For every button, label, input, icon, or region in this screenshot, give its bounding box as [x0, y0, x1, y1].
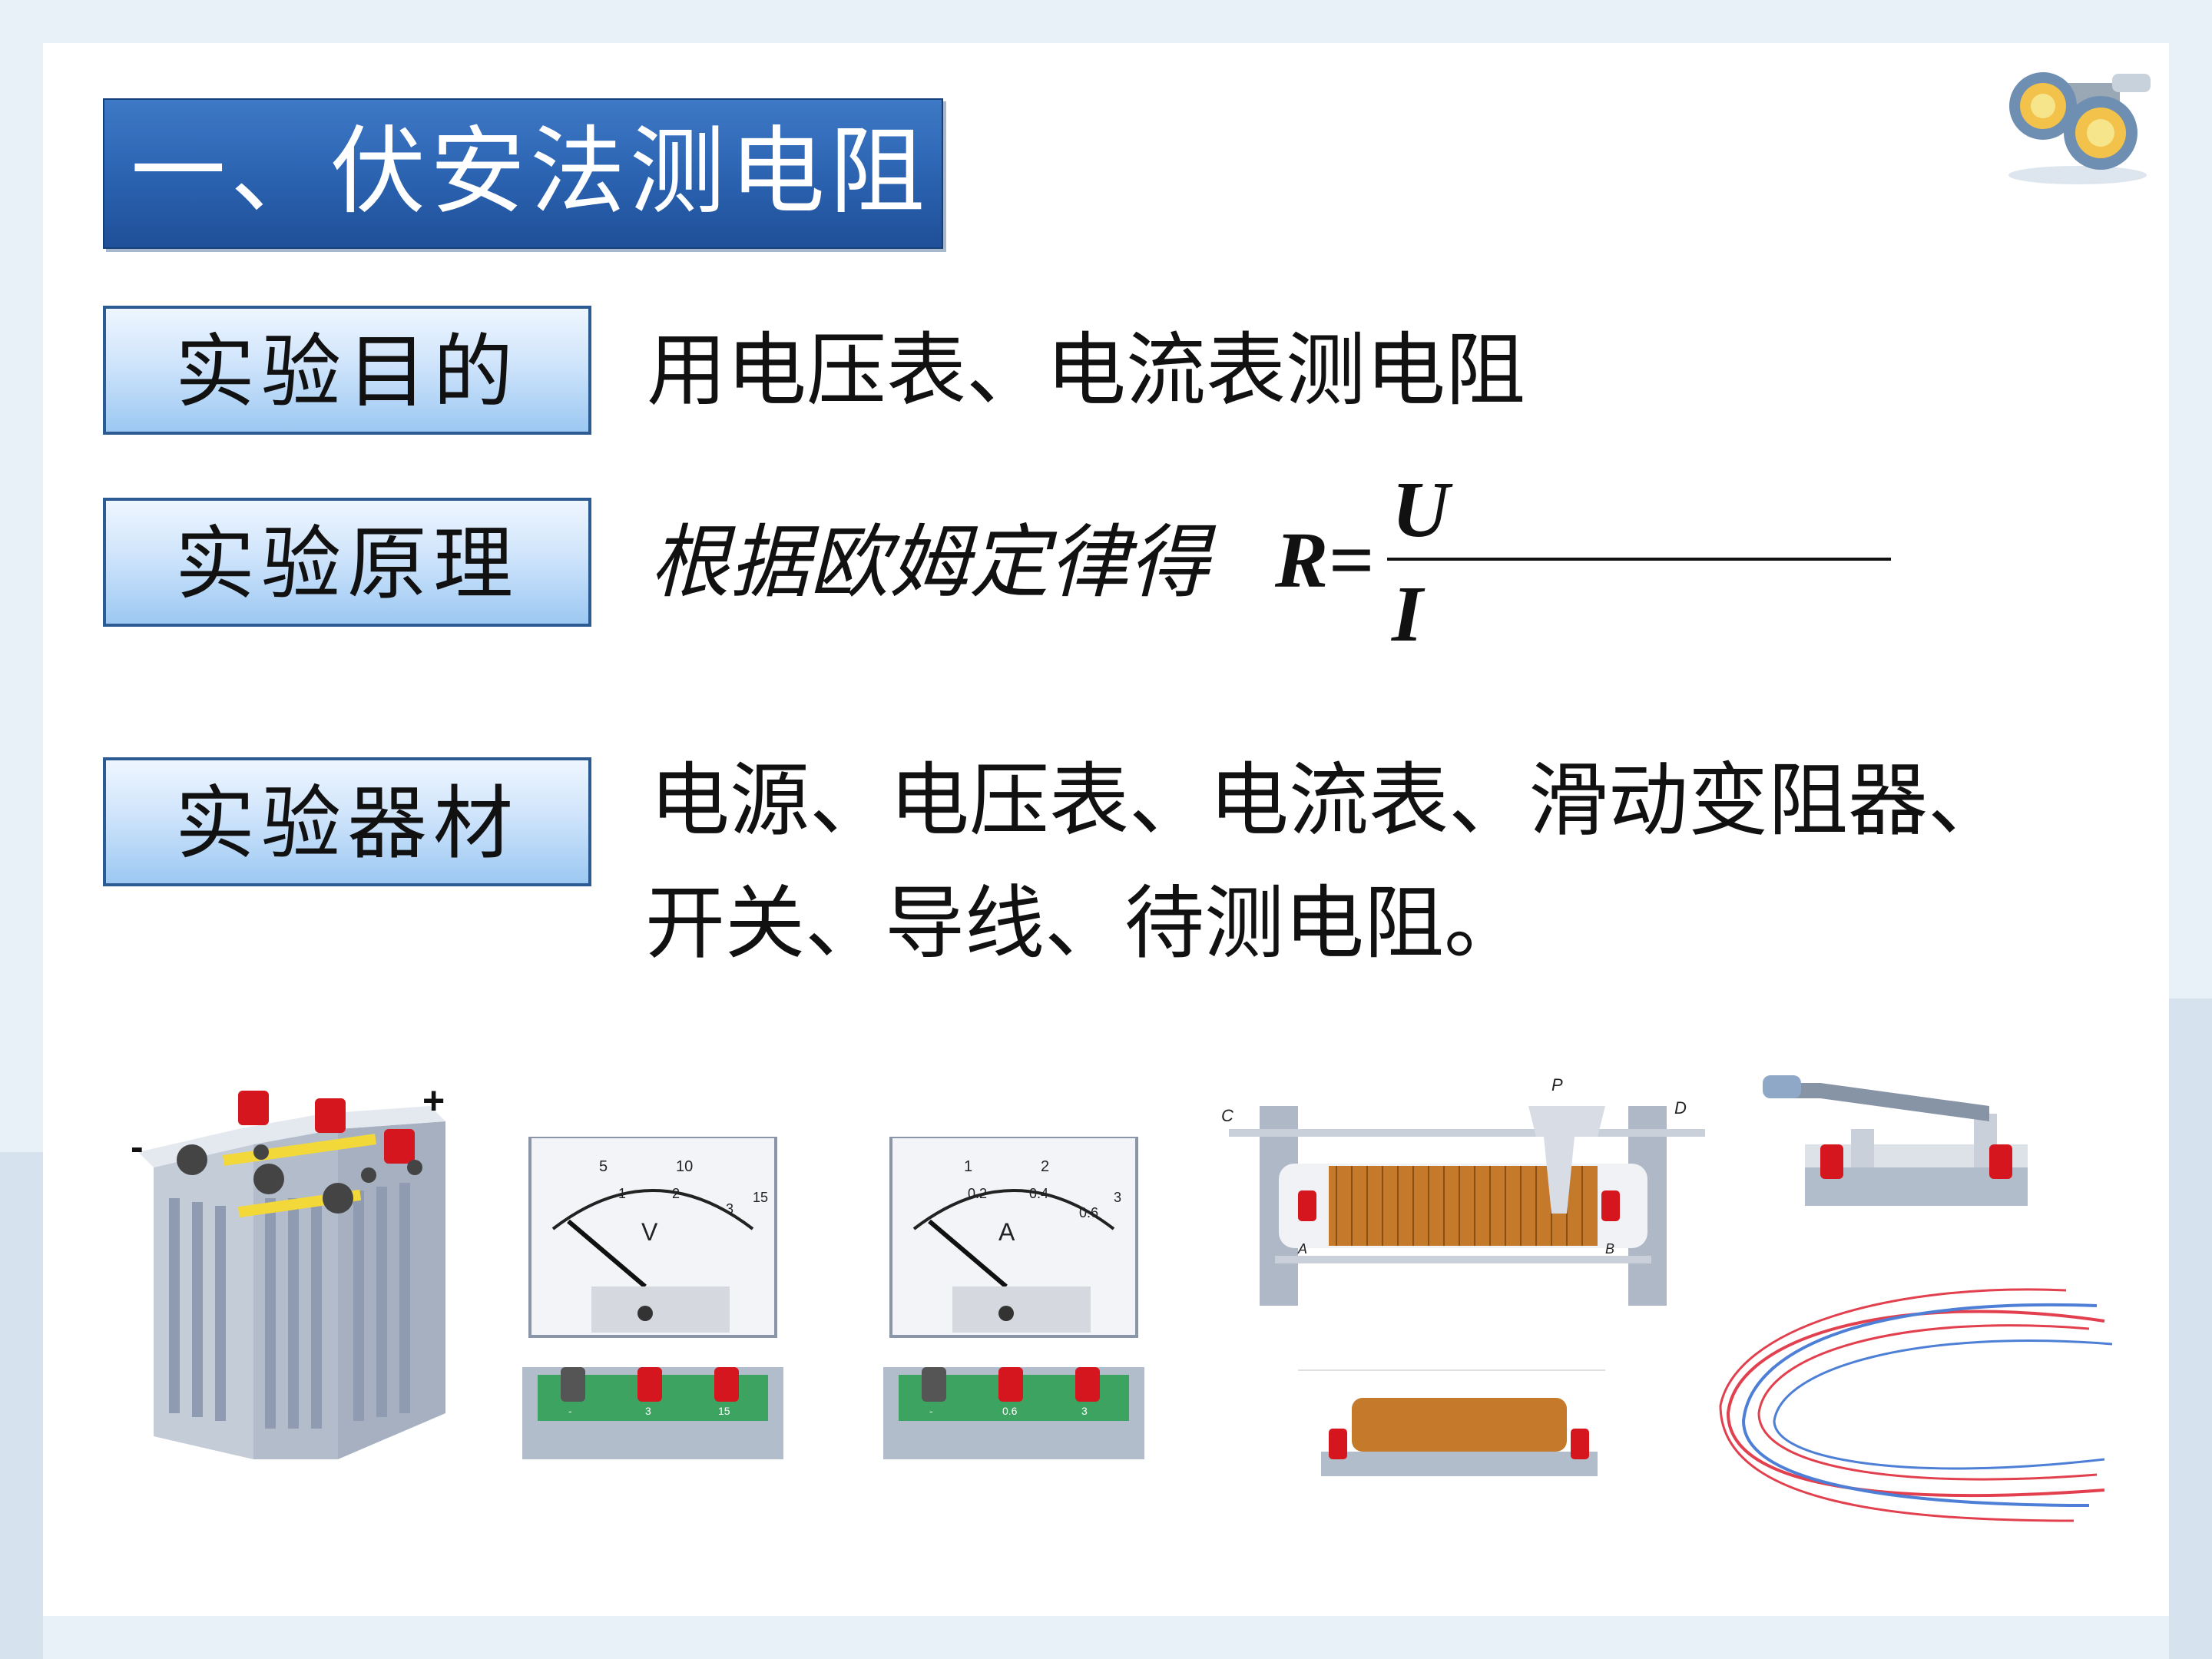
voltmeter-end-15: 15 — [753, 1190, 768, 1205]
battery-minus: - — [131, 1125, 144, 1168]
voltmeter-symbol: V — [641, 1218, 658, 1246]
label-objective-text: 实验目的 — [174, 325, 519, 419]
title-banner: 一、伏安法测电阻 — [103, 98, 943, 249]
rheostat-label-b: B — [1605, 1241, 1614, 1257]
voltmeter-top-5: 5 — [599, 1158, 608, 1175]
ammeter-bottom-04: 0.4 — [1029, 1186, 1048, 1201]
battery-plus: + — [422, 1079, 445, 1122]
resistor-illustration — [1298, 1369, 1605, 1476]
voltmeter-terminal-minus: - — [568, 1405, 572, 1417]
label-equipment: 实验器材 — [103, 757, 591, 886]
wires-illustration — [1719, 1288, 2113, 1522]
voltmeter-top-10: 10 — [676, 1158, 693, 1175]
rheostat-label-p: P — [1551, 1075, 1563, 1094]
battery-illustration: - + — [131, 1079, 445, 1459]
binoculars-icon — [2008, 72, 2151, 184]
equipment-line1: 电源、电压表、电流表、滑动变阻器、 — [650, 753, 2008, 847]
rheostat-label-a: A — [1297, 1241, 1307, 1257]
ammeter-illustration: 1 2 0.2 0.4 0.6 3 A - 0.6 3 — [883, 1137, 1144, 1459]
voltmeter-bottom-1: 1 — [618, 1186, 626, 1201]
ammeter-bottom-06: 0.6 — [1079, 1205, 1098, 1220]
label-principle-text: 实验原理 — [174, 517, 519, 611]
terminal-red-icon — [238, 1091, 415, 1164]
ammeter-top-1: 1 — [964, 1158, 972, 1175]
rheostat-label-d: D — [1674, 1098, 1687, 1118]
rheostat-label-c: C — [1221, 1106, 1233, 1125]
page-title: 一、伏安法测电阻 — [131, 117, 930, 227]
voltmeter-bottom-2: 2 — [672, 1186, 680, 1201]
voltmeter-illustration: 5 10 1 2 3 15 V - 3 15 — [522, 1137, 783, 1459]
equipment-line2: 开关、导线、待测电阻。 — [645, 876, 1525, 970]
formula-fraction-line — [1387, 558, 1891, 561]
ammeter-bottom-02: 0.2 — [968, 1186, 987, 1201]
voltmeter-terminal-3: 3 — [645, 1405, 651, 1417]
formula-denominator: I — [1392, 570, 1423, 658]
principle-text: 根据欧姆定律得 — [650, 515, 1210, 609]
objective-text: 用电压表、电流表测电阻 — [647, 323, 1526, 417]
ammeter-symbol: A — [998, 1218, 1015, 1246]
ammeter-top-2: 2 — [1041, 1158, 1049, 1175]
voltmeter-terminal-15: 15 — [718, 1405, 730, 1417]
voltmeter-bottom-3: 3 — [726, 1201, 733, 1217]
ammeter-terminal-06: 0.6 — [1002, 1405, 1018, 1417]
ammeter-end-3: 3 — [1114, 1190, 1121, 1205]
ammeter-terminal-minus: - — [929, 1405, 933, 1417]
switch-illustration — [1763, 1075, 2028, 1206]
formula-numerator: U — [1392, 465, 1450, 554]
label-principle: 实验原理 — [103, 498, 591, 627]
formula-lhs: R= — [1275, 516, 1374, 604]
label-objective: 实验目的 — [103, 306, 591, 435]
ammeter-terminal-3: 3 — [1081, 1405, 1088, 1417]
rheostat-illustration: C P D A B — [1221, 1075, 1705, 1306]
label-equipment-text: 实验器材 — [174, 777, 519, 870]
